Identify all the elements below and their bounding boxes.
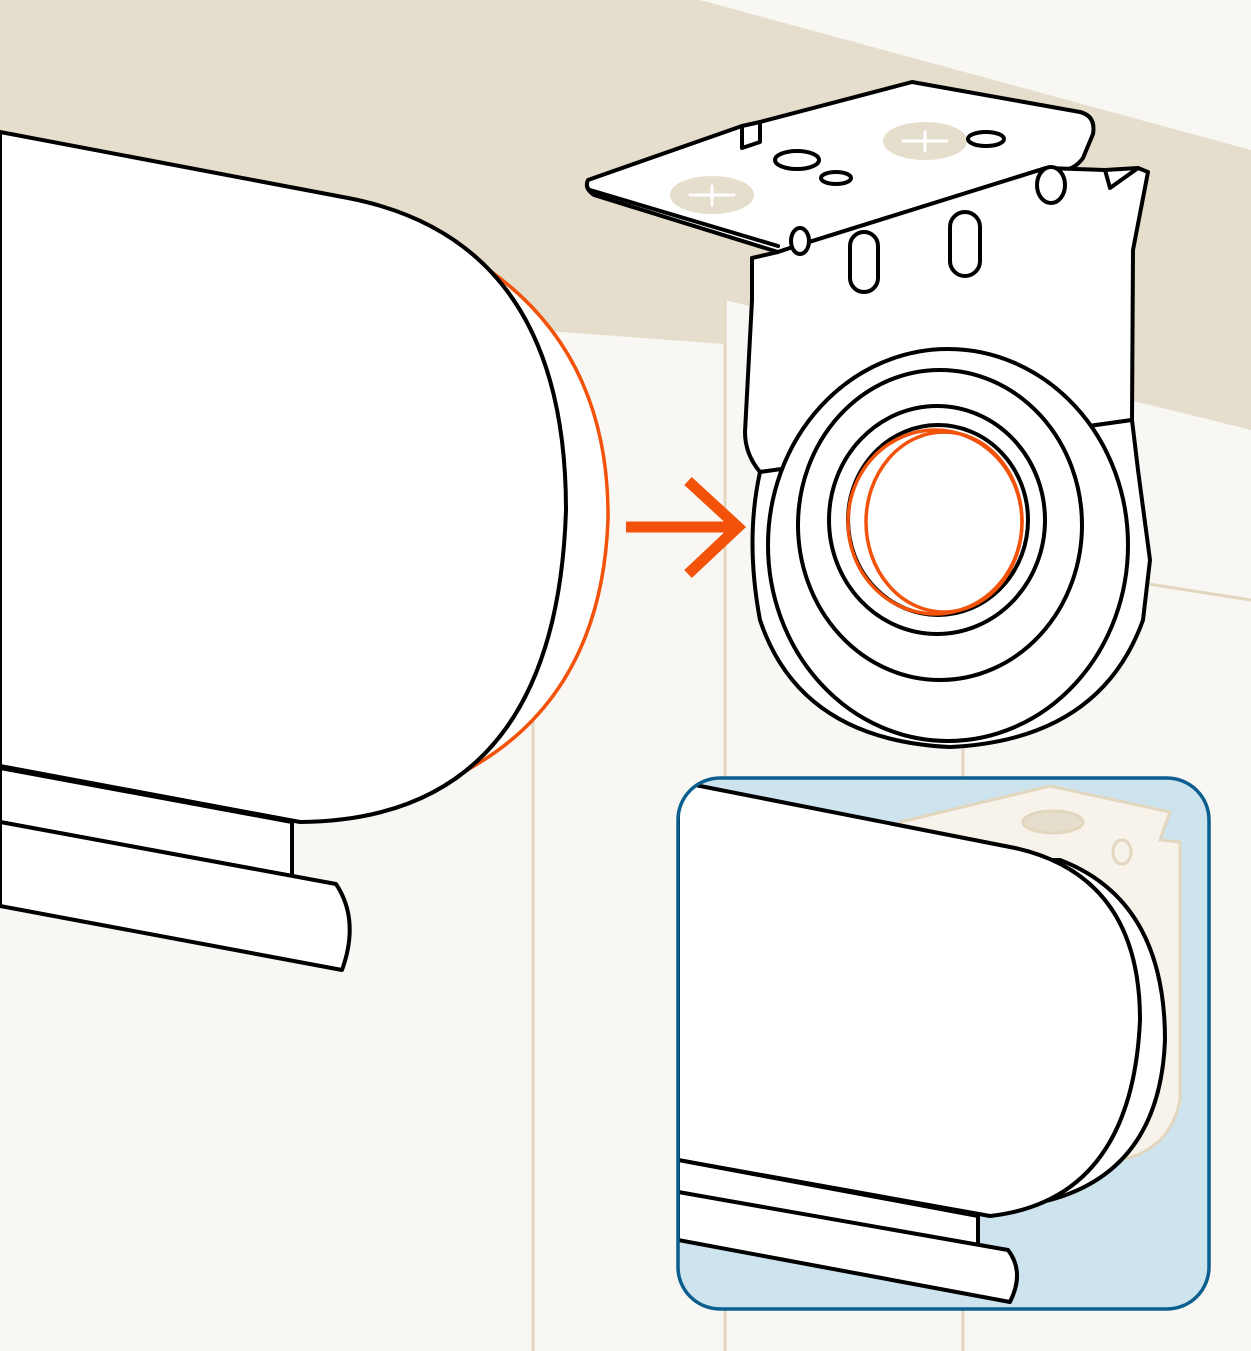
inset-roller-tube	[678, 782, 1142, 1218]
plate-hole	[1035, 165, 1067, 205]
screw-head-right	[883, 122, 967, 160]
roller-tube	[0, 130, 568, 824]
inset-hem-bar	[678, 1190, 1019, 1304]
insert-direction-arrow	[626, 476, 747, 579]
mounting-bracket	[584, 80, 1152, 749]
flange-slot	[966, 130, 1006, 148]
installed-view-inset	[676, 776, 1211, 1311]
socket-highlight-orange-inner	[864, 430, 1024, 614]
inset-roller	[678, 782, 1167, 1304]
shade-roller	[0, 130, 610, 972]
inset-border	[676, 776, 1211, 1311]
hem-bar	[0, 820, 352, 972]
flange-slot	[819, 170, 853, 186]
screw-head-left	[670, 176, 754, 214]
plate-slot	[848, 230, 880, 294]
plate-hole	[789, 226, 811, 256]
plate-slot	[948, 210, 982, 278]
flange-slot	[773, 149, 821, 171]
